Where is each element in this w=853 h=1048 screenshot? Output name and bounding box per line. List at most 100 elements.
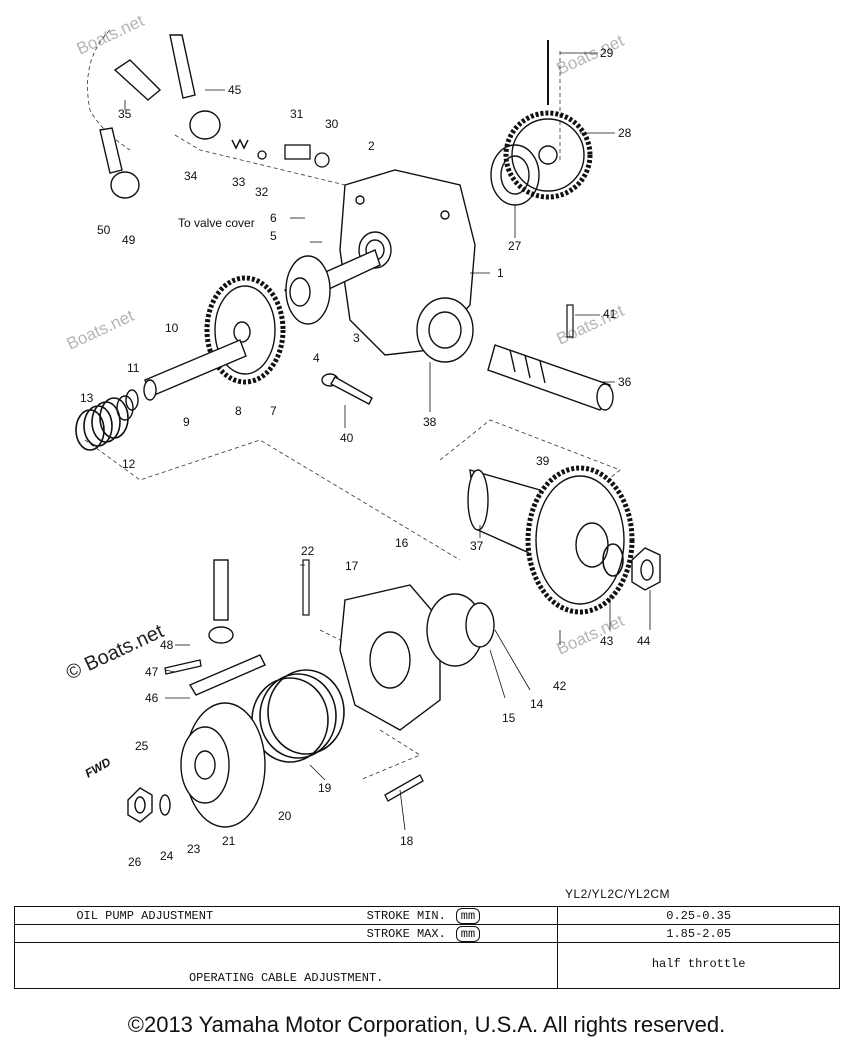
screw-part-31	[284, 144, 311, 160]
callout-32: 32	[255, 185, 269, 199]
callout-49: 49	[122, 233, 136, 247]
callout-41: 41	[603, 307, 617, 321]
callout-50: 50	[97, 223, 111, 237]
callout-13: 13	[80, 391, 94, 405]
washer-part-12	[116, 395, 134, 421]
worm-shaft-part-36	[487, 344, 614, 411]
callout-25: 25	[135, 739, 149, 753]
banjo-fitting-part-45	[169, 34, 221, 140]
callout-39: 39	[536, 454, 550, 468]
spec-label-oil-pump: OIL PUMP ADJUSTMENT	[14, 906, 275, 925]
screw-part-18	[384, 774, 424, 802]
callout-19: 19	[318, 781, 332, 795]
callout-6: 6	[270, 211, 277, 225]
washer-part-43	[602, 543, 624, 577]
pin-part-22	[302, 559, 310, 616]
spec-unit-mm: mm	[455, 925, 481, 942]
exploded-parts-diagram: Boats.net Boats.net Boats.net Boats.net …	[63, 11, 661, 869]
callout-5: 5	[270, 229, 277, 243]
callout-24: 24	[160, 849, 174, 863]
callout-2: 2	[368, 139, 375, 153]
pulley-part-21	[180, 702, 266, 828]
callout-37: 37	[470, 539, 484, 553]
callout-27: 27	[508, 239, 522, 253]
callout-12: 12	[122, 457, 136, 471]
spring-part-13	[75, 397, 129, 451]
callout-28: 28	[618, 126, 632, 140]
spring-part-33	[231, 138, 249, 150]
callout-3: 3	[353, 331, 360, 345]
adjustment-spec-table: OIL PUMP ADJUSTMENT STROKE MIN. mm 0.25-…	[13, 906, 840, 989]
annotation-to-valve-cover: To valve cover	[178, 216, 255, 230]
callout-23: 23	[187, 842, 201, 856]
callout-4: 4	[313, 351, 320, 365]
callout-40: 40	[340, 431, 354, 445]
pin-part-41	[566, 304, 574, 338]
callout-48: 48	[160, 638, 174, 652]
callout-11: 11	[127, 361, 140, 375]
callout-36: 36	[618, 375, 632, 389]
callout-34: 34	[184, 169, 198, 183]
callout-38: 38	[423, 415, 437, 429]
callout-47: 47	[145, 665, 159, 679]
callout-26: 26	[128, 855, 142, 869]
spec-value-stroke-min: 0.25-0.35	[557, 906, 840, 925]
watermark-faint: Boats.net	[64, 306, 137, 354]
shaft-part-9	[143, 339, 247, 401]
fwd-mark: FWD	[83, 755, 114, 781]
nut-part-44	[631, 547, 661, 591]
drive-gear-part-42	[467, 465, 635, 615]
watermark-faint: Boats.net	[554, 611, 627, 659]
spec-param-stroke-min: STROKE MIN.	[274, 906, 450, 925]
cable-part-48	[208, 559, 234, 644]
bolt-part-35	[113, 59, 162, 101]
spring-part-19	[251, 669, 345, 763]
bolt-part-47	[164, 659, 202, 675]
model-code: YL2/YL2C/YL2CM	[565, 887, 671, 901]
spec-row-stroke-max: STROKE MAX. mm 1.85-2.05	[14, 924, 840, 943]
banjo-fitting-part-49	[99, 127, 140, 199]
callout-21: 21	[222, 834, 236, 848]
callout-16: 16	[395, 536, 409, 550]
bearing-part-27	[490, 144, 540, 206]
sprocket-part-28	[503, 110, 593, 200]
callout-33: 33	[232, 175, 246, 189]
ball-part-32	[257, 150, 267, 160]
spec-unit-mm: mm	[455, 907, 481, 924]
callout-17: 17	[345, 559, 359, 573]
callout-8: 8	[235, 404, 242, 418]
spec-value-stroke-max: 1.85-2.05	[557, 924, 840, 943]
spec-label-cable: OPERATING CABLE ADJUSTMENT.	[13, 942, 559, 989]
copyright-notice: ©2013 Yamaha Motor Corporation, U.S.A. A…	[127, 1012, 726, 1037]
lever-part-46	[188, 654, 266, 696]
callout-45: 45	[228, 83, 242, 97]
callout-44: 44	[637, 634, 651, 648]
flange-housing-part-16	[339, 584, 495, 731]
callout-7: 7	[270, 404, 277, 418]
washer-part-30	[314, 152, 330, 168]
bolt-part-40	[321, 373, 373, 405]
callout-22: 22	[301, 544, 315, 558]
spec-row-cable: OPERATING CABLE ADJUSTMENT. half throttl…	[13, 942, 840, 989]
spec-row-stroke-min: OIL PUMP ADJUSTMENT STROKE MIN. mm 0.25-…	[14, 906, 840, 925]
washer-part-11	[125, 389, 139, 411]
nut-part-26	[127, 787, 153, 823]
callout-43: 43	[600, 634, 614, 648]
callout-46: 46	[145, 691, 159, 705]
callout-1: 1	[497, 266, 504, 280]
callout-29: 29	[600, 46, 614, 60]
watermark-faint: Boats.net	[554, 31, 627, 79]
spec-value-cable: half throttle	[557, 942, 840, 989]
callout-10: 10	[165, 321, 179, 335]
callout-18: 18	[400, 834, 414, 848]
callout-35: 35	[118, 107, 132, 121]
leader-lines	[124, 52, 651, 831]
callout-14: 14	[530, 697, 544, 711]
callout-labels: 1 2 3 4 5 6 7 8 9 10 11 12 13 14 15 16 1…	[80, 46, 651, 869]
callout-31: 31	[290, 107, 304, 121]
spec-param-stroke-max: STROKE MAX.	[274, 924, 450, 943]
callout-20: 20	[278, 809, 292, 823]
callout-15: 15	[502, 711, 516, 725]
callout-30: 30	[325, 117, 339, 131]
callout-9: 9	[183, 415, 190, 429]
